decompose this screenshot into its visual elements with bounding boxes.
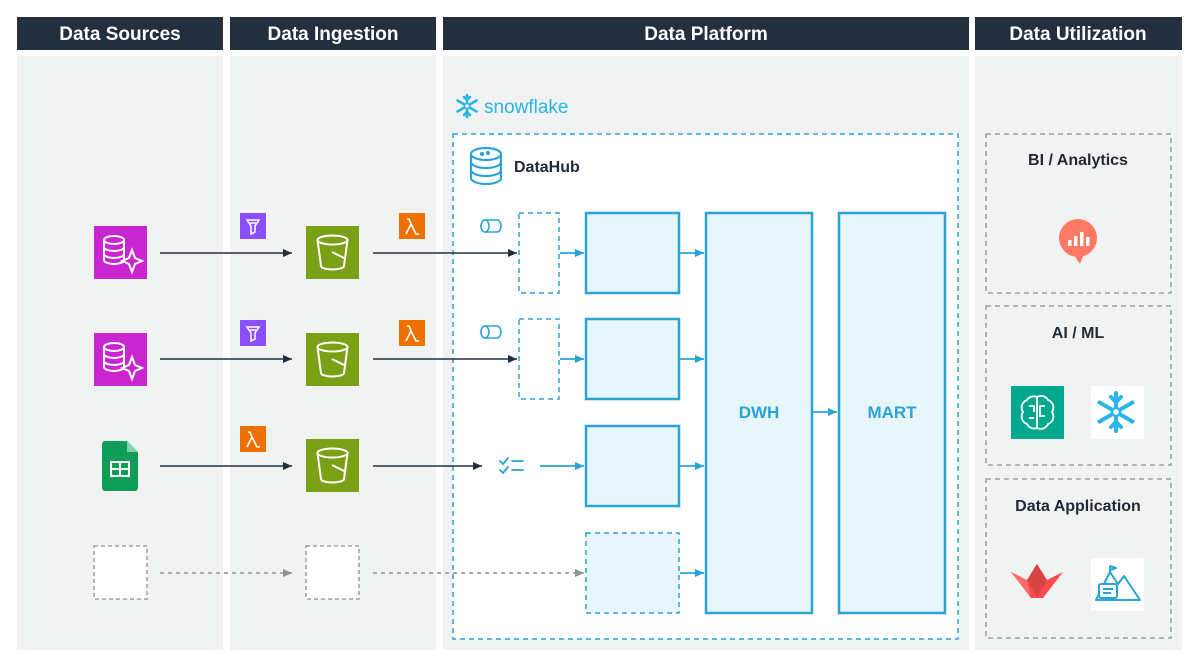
datahub-database-icon <box>469 146 503 186</box>
lambda-icon <box>399 213 425 239</box>
header-utilization <box>975 17 1182 50</box>
s3-bucket-icon <box>306 333 359 386</box>
header-ingestion-title: Data Ingestion <box>268 24 399 45</box>
mart-box <box>837 211 947 615</box>
raw-table-box <box>584 211 681 295</box>
snowflake-icon <box>1091 386 1144 439</box>
task-list-icon <box>499 457 524 475</box>
stage-cylinder-icon <box>480 325 502 339</box>
lambda-icon <box>240 426 266 452</box>
header-platform-title: Data Platform <box>644 24 768 45</box>
dwh-label: DWH <box>739 403 780 422</box>
header-sources-title: Data Sources <box>59 24 180 45</box>
snowflake-wordmark: snowflake <box>484 97 569 118</box>
header-utilization-title: Data Utilization <box>1009 24 1146 45</box>
mart-label: MART <box>867 403 917 422</box>
glue-filter-icon <box>240 213 266 239</box>
planned-ingestion-placeholder <box>305 545 360 600</box>
streamlit-icon <box>1011 564 1063 598</box>
bi-analytics-label: BI / Analytics <box>1028 152 1128 169</box>
snowflake-logo <box>456 93 478 119</box>
header-sources <box>17 17 223 50</box>
glue-filter-icon <box>240 320 266 346</box>
ingestion-arrows <box>160 249 517 470</box>
s3-bucket-icon <box>306 439 359 492</box>
header-ingestion <box>230 17 436 50</box>
bi-analytics-box <box>985 133 1172 294</box>
data-application-label: Data Application <box>1015 498 1141 515</box>
sagemaker-icon <box>1011 386 1064 439</box>
aurora-database-icon <box>94 333 147 386</box>
s3-bucket-icon <box>306 226 359 279</box>
datahub-label: DataHub <box>514 159 580 176</box>
raw-table-box-planned <box>585 532 680 614</box>
raw-table-box <box>584 424 681 508</box>
header-platform <box>443 17 969 50</box>
stage-cylinder-icon <box>480 219 502 233</box>
stage-box <box>518 318 560 400</box>
data-app-icon <box>1091 558 1144 611</box>
planned-source-placeholder <box>93 545 148 600</box>
aurora-database-icon <box>94 226 147 279</box>
google-sheets-icon <box>102 441 138 491</box>
raw-table-box <box>584 317 681 401</box>
stage-box <box>518 212 560 294</box>
redash-icon <box>1059 219 1097 264</box>
ai-ml-label: AI / ML <box>1052 325 1105 342</box>
dwh-box <box>704 211 814 615</box>
platform-connectors <box>540 249 837 577</box>
lambda-icon <box>399 320 425 346</box>
